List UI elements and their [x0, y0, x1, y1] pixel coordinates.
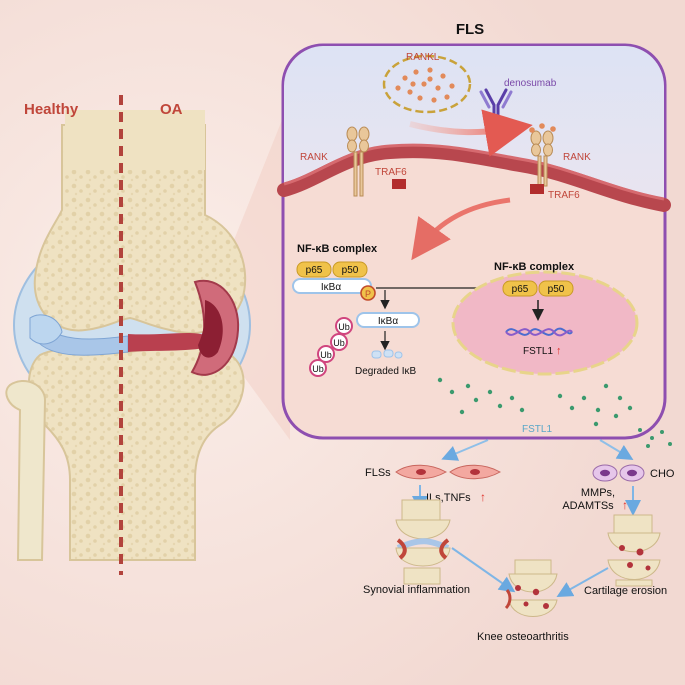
ub-4-label: Ub: [312, 364, 324, 374]
p50-left: [332, 261, 368, 278]
rankl-dots: [395, 67, 455, 103]
fls-panel: FLS RANKL denosumab: [277, 21, 671, 440]
p65-left-label: p65: [306, 265, 323, 276]
p65-right: [502, 280, 538, 297]
arrow-to-fls: [441, 439, 489, 461]
ikba-free-label: IκBα: [378, 316, 398, 327]
ub-1: [335, 317, 353, 335]
rankl-vesicle: [382, 54, 472, 114]
ils-tnfs-up-arrow: ↑: [480, 490, 486, 504]
cho-label: CHO: [650, 468, 675, 480]
cho-cell-icons: [592, 464, 645, 482]
mmps-label: MMPs,: [581, 487, 615, 499]
fstl1-secreted-label: FSTL1: [522, 424, 552, 435]
synovial-to-oa-arrow: [451, 547, 516, 593]
knee-oa-icon: [504, 559, 558, 617]
p50-right: [538, 280, 574, 297]
knee-oa-label: Knee osteoarthritis: [477, 631, 569, 643]
downstream-effects: FLSs CHO ILs,TNFs ↑ MMPs, ADAMTSs ↑: [363, 428, 675, 643]
signal-arrow: [411, 197, 511, 261]
nfkb-complex-label-left: NF-κB complex: [297, 243, 378, 255]
p50-left-label: p50: [342, 265, 359, 276]
ub-3-label: Ub: [320, 350, 332, 360]
ub-4: [309, 359, 327, 377]
rank-receptor-left: [346, 126, 370, 197]
degraded-fragments: [371, 349, 403, 359]
p65-right-label: p65: [512, 284, 529, 295]
ub-2: [330, 333, 348, 351]
fstl1-gene-up-arrow: ↑: [556, 345, 562, 357]
cell-membrane-highlight: [283, 143, 665, 201]
fls-title: FLS: [456, 21, 484, 38]
cartilage-label: Cartilage erosion: [584, 585, 667, 597]
oa-cartilage: [128, 332, 205, 352]
femur: [33, 124, 247, 334]
rank-label-right: RANK: [563, 152, 591, 163]
traf6-label-left: TRAF6: [375, 167, 407, 178]
adamts-label: ADAMTSs: [562, 500, 614, 512]
knee-synovial-icon: [395, 499, 451, 585]
fstl1-secretion-dots: [437, 377, 633, 427]
healthy-meniscus: [29, 314, 63, 345]
adamts-up-arrow: ↑: [622, 498, 628, 512]
rankl-label: RANKL: [406, 52, 440, 63]
dna-helix: [505, 327, 573, 337]
fstl1-spread-dots: [638, 428, 672, 448]
knee-cartilage-icon: [607, 514, 661, 587]
phospho-label: P: [365, 289, 371, 299]
rankl-binding-arrow: [409, 109, 533, 157]
traf6-label-right: TRAF6: [548, 190, 580, 201]
femur-shaft: [65, 110, 205, 170]
ub-1-label: Ub: [338, 322, 350, 332]
traf6-box-right: [530, 184, 544, 194]
cell-membrane: [277, 144, 671, 212]
arrow-to-cho: [599, 439, 634, 461]
phospho-group: [360, 285, 376, 301]
nucleus: [451, 270, 639, 376]
fibula: [5, 380, 47, 561]
nfkb-complex-label-right: NF-κB complex: [494, 261, 575, 273]
healthy-label: Healthy: [24, 101, 79, 118]
ubiquitin-chain: Ub Ub Ub Ub: [309, 317, 353, 377]
degraded-label: Degraded IκB: [355, 366, 416, 377]
synovial-label: Synovial inflammation: [363, 584, 470, 596]
rank-label-left: RANK: [300, 152, 328, 163]
oa-inflamed-core: [198, 300, 223, 358]
ikba-bound-label: IκBα: [321, 282, 341, 293]
fstl1-gene-label: FSTL1: [523, 346, 553, 357]
flss-label: FLSs: [365, 467, 391, 479]
extracellular-region: [284, 46, 664, 200]
ub-3: [317, 345, 335, 363]
oa-label: OA: [160, 101, 183, 118]
p65-left: [296, 261, 332, 278]
traf6-box-left: [392, 179, 406, 189]
denosumab-label: denosumab: [504, 78, 557, 89]
knee-joint-illustration: Healthy OA: [5, 95, 290, 575]
rank-receptor-right: [529, 123, 556, 187]
p50-right-label: p50: [548, 284, 565, 295]
cartilage-to-oa-arrow: [556, 567, 609, 597]
fls-cell-icons: [395, 464, 502, 480]
ikba-free: [356, 312, 420, 328]
ub-2-label: Ub: [333, 338, 345, 348]
